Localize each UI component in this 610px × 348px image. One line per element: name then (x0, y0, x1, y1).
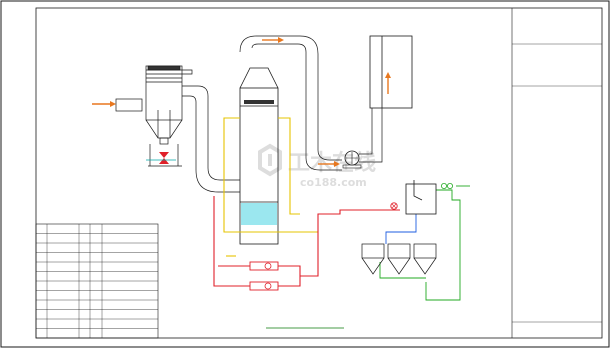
pipe-red (213, 196, 400, 287)
inner-frame (35, 7, 603, 339)
pipe-blue (385, 214, 417, 244)
arrow-up-icon (385, 72, 391, 78)
tower-demister (244, 100, 274, 104)
valve-icon (390, 202, 398, 210)
mixing-tank (405, 180, 437, 215)
inlet-duct (115, 98, 143, 112)
arrow-right-icon (110, 101, 116, 107)
equipment-table (35, 223, 159, 339)
stack (369, 35, 413, 109)
watermark-logo-icon (258, 143, 282, 177)
watermark: 工木在线 co188.com (258, 143, 376, 189)
arrow-right-icon (278, 37, 284, 43)
bag-filter (145, 65, 193, 167)
notes-panel (511, 8, 602, 338)
tower-water (241, 203, 277, 225)
ducts (182, 35, 342, 193)
silo (387, 243, 411, 275)
pump-icon (249, 261, 279, 271)
watermark-subtext: co188.com (300, 176, 367, 189)
silo (413, 243, 437, 275)
pump-icon (249, 281, 279, 291)
valve-icon (440, 182, 453, 189)
valve-icon (159, 152, 169, 164)
fan-outlet-duct (359, 108, 383, 163)
fan-icon (342, 150, 362, 169)
pipe-yellow (223, 117, 318, 257)
inlet-section (92, 98, 143, 112)
spray-tower (239, 67, 279, 245)
arrow-right-icon (334, 161, 340, 167)
pipe-green (379, 185, 470, 301)
silo (361, 243, 385, 275)
